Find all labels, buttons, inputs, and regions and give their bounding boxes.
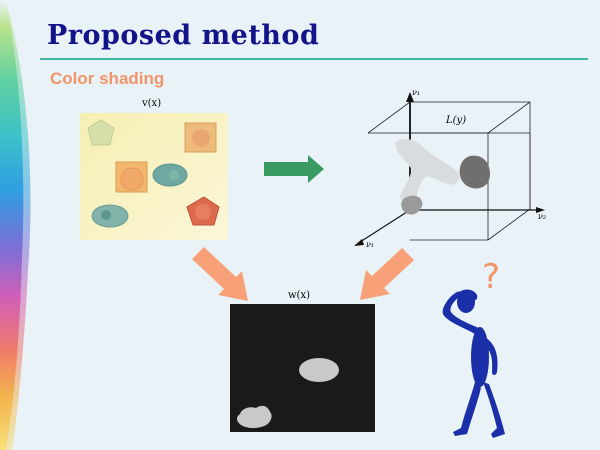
color-space-diagram (340, 82, 560, 261)
orange-arrow-left (192, 247, 252, 307)
input-image-label: v(x) (142, 98, 162, 109)
axis-label-top: ν₁ (412, 88, 421, 97)
slide-title: Proposed method (47, 20, 320, 51)
rainbow-decoration (0, 0, 38, 450)
title-divider (40, 58, 588, 60)
input-image (80, 113, 228, 240)
output-image (230, 304, 375, 432)
output-image-label: w(x) (288, 290, 311, 301)
orange-arrow-right (360, 248, 414, 304)
green-arrow-right (264, 155, 326, 187)
thinking-figure-icon (435, 262, 525, 446)
question-mark: ? (482, 257, 501, 297)
axis-label-front: ν₁ (366, 240, 375, 249)
section-subtitle: Color shading (50, 69, 165, 88)
color-space-label: L(y) (446, 115, 467, 126)
axis-label-right: ν₂ (538, 212, 547, 221)
